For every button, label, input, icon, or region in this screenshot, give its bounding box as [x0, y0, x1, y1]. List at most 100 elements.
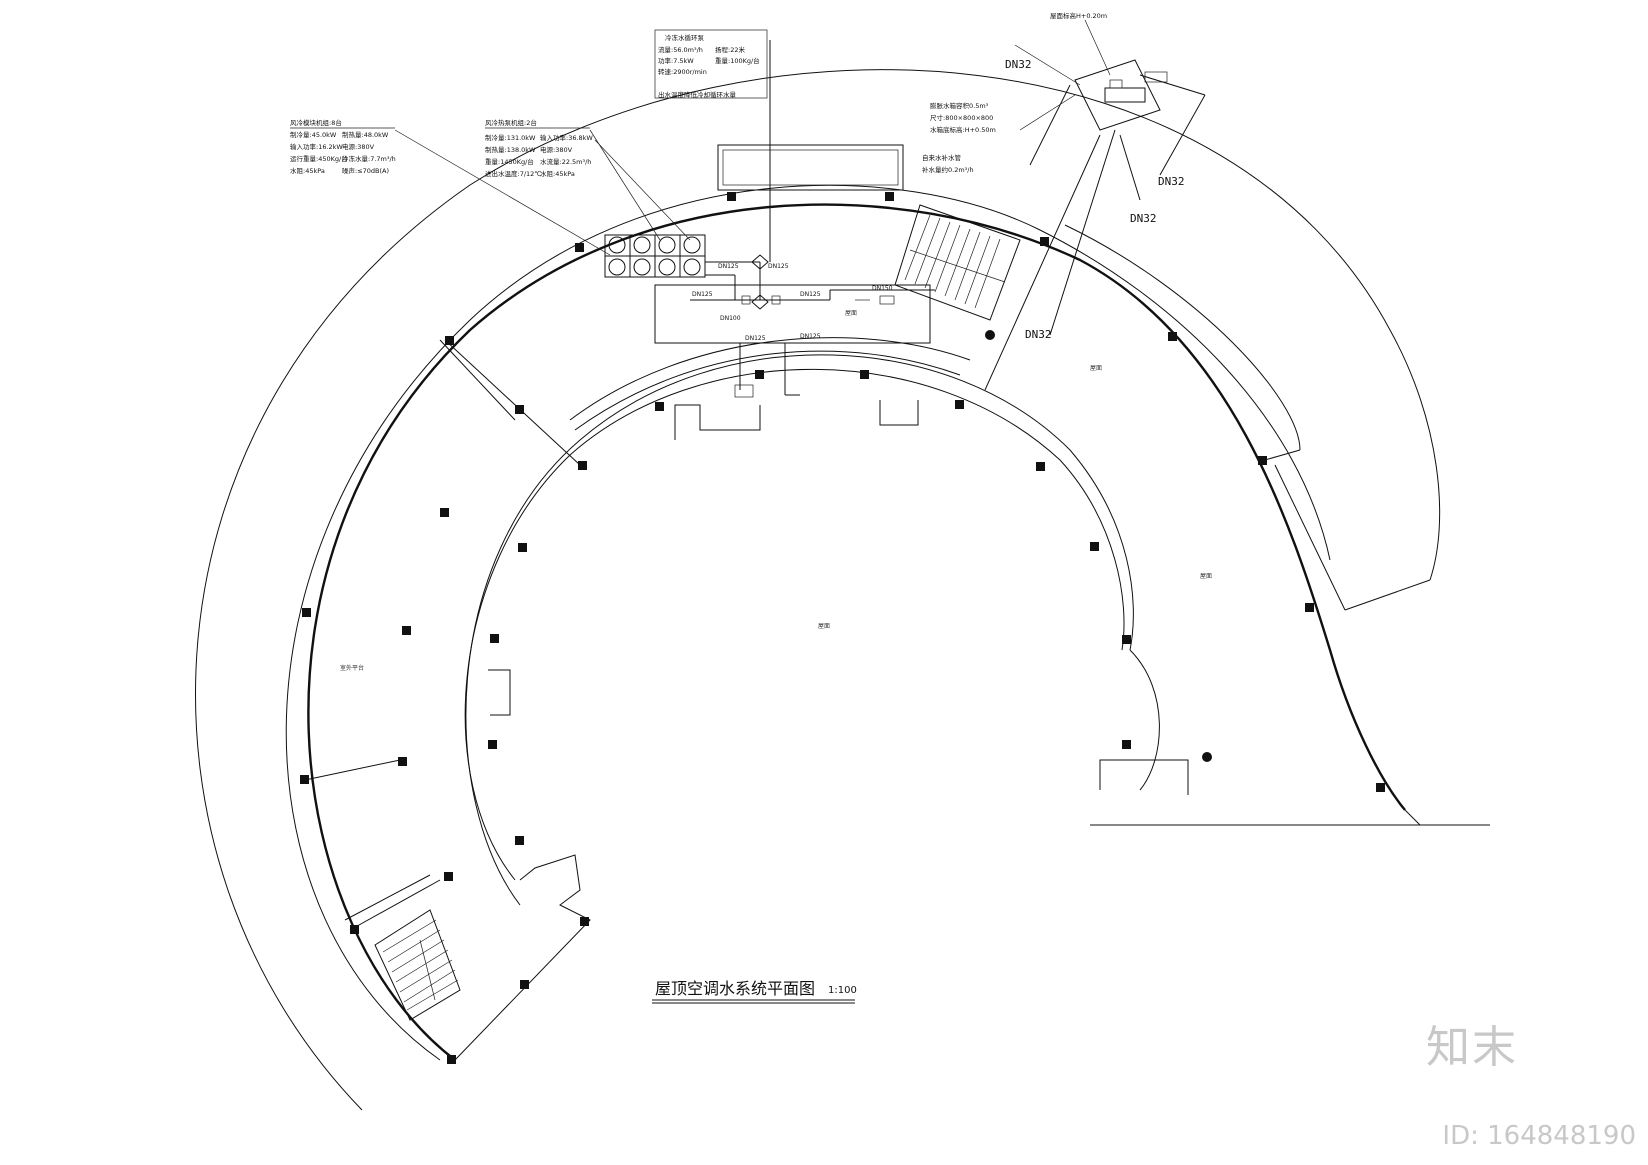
left-wall-3: [304, 759, 401, 781]
dn-label: DN32: [1025, 328, 1052, 341]
note-chiller-a-line: 电源:380V: [342, 142, 375, 151]
outer-parapet-arc: [195, 69, 1441, 1111]
note-pump-line: 出水温度降低冷却循环水量: [658, 90, 737, 99]
watermark-logo: 知末: [1426, 1022, 1518, 1073]
pipe-label: DN125: [718, 263, 739, 270]
note-tank-line: 水箱底标高:H+0.50m: [930, 125, 996, 134]
pump-icon: [751, 254, 769, 270]
fan-icon: [683, 258, 701, 276]
fan-icon: [608, 258, 626, 276]
note-pump-line: 扬程:22米: [715, 45, 745, 54]
main-wall-arc: [307, 203, 1406, 1061]
valve-icon: [771, 295, 781, 305]
right-wing-lower: [1274, 464, 1346, 611]
expansion-tank: [984, 59, 1206, 391]
dn-label: DN32: [1158, 175, 1185, 188]
pipe-label: DN125: [768, 263, 789, 270]
note-pump-line: 转速:2900r/min: [658, 67, 707, 76]
left-wall-4: [349, 879, 441, 931]
note-chiller-b-line: 进出水温度:7/12℃: [485, 169, 542, 178]
note-chiller-b-line: 重量:1450Kg/台: [485, 157, 534, 166]
drawing-title-block: 屋顶空调水系统平面图 1:100: [652, 979, 857, 1004]
leader-chiller-a: [394, 129, 611, 256]
right-wing-edge: [1129, 649, 1160, 791]
pump-icon: [751, 294, 769, 310]
note-pump-line: 流量:56.0m³/h: [658, 45, 703, 54]
stair-top-right: [894, 204, 1021, 321]
right-bottom-room: [1099, 759, 1189, 795]
pipe-label: DN100: [720, 315, 741, 322]
right-wing-cap: [1264, 449, 1301, 461]
right-edge-tail: [1404, 809, 1421, 826]
leader-tank: [1084, 19, 1111, 76]
drawing-title: 屋顶空调水系统平面图: [655, 979, 815, 998]
fan-icon: [633, 236, 651, 254]
fan-icon: [683, 236, 701, 254]
left-lower-room: [454, 854, 591, 1061]
inner-ring-arc: [465, 354, 1134, 906]
leader-chiller-b2: [594, 139, 691, 241]
note-chiller-a-line: 制冷量:45.0kW: [290, 130, 337, 139]
corridor-arc-b: [569, 337, 971, 421]
piping-network: [654, 40, 935, 396]
note-chiller-a-line: 运行重量:450Kg/台: [290, 154, 348, 163]
note-chiller-a: 风冷模块机组:8台 制冷量:45.0kW 制热量:48.0kW 输入功率:16.…: [290, 118, 396, 175]
valve-icon: [741, 295, 751, 305]
note-chiller-a-line: 冷冻水量:7.7m³/h: [342, 154, 396, 163]
pipe-label: DN125: [692, 291, 713, 298]
structural-columns: [300, 192, 1385, 1064]
leader-chiller-b: [589, 129, 661, 241]
note-chiller-b-line: 电源:380V: [540, 145, 573, 154]
note-tank-heading: 膨胀水箱容积0.5m³: [930, 101, 989, 110]
note-chiller-b-line: 制冷量:131.0kW: [485, 133, 536, 142]
fan-icon: [608, 236, 626, 254]
note-chiller-b-line: 输入功率:36.8kW: [540, 133, 593, 142]
note-chiller-a-heading: 风冷模块机组:8台: [290, 118, 342, 127]
pipe-label: DN125: [800, 333, 821, 340]
left-wall-1: [444, 339, 581, 466]
room-label: 屋面: [818, 623, 830, 630]
note-pump-line: 功率:7.5kW: [658, 56, 694, 65]
dn-label: DN32: [1005, 58, 1032, 71]
note-chiller-a-line: 制热量:48.0kW: [342, 130, 389, 139]
note-chiller-b-line: 水阻:45kPa: [540, 169, 575, 178]
leader-tank-b: [1014, 44, 1081, 86]
fan-icon: [658, 258, 676, 276]
left-wall-2: [439, 339, 516, 421]
upper-room-b: [879, 400, 919, 426]
pipe-label: DN150: [872, 285, 893, 292]
note-pump-line: 重量:100Kg/台: [715, 56, 760, 65]
note-chiller-a-line: 噪声:≤70dB(A): [342, 166, 389, 175]
leader-makeup: [1019, 94, 1076, 131]
chiller-modules: [604, 234, 706, 278]
note-chiller-a-line: 水阻:45kPa: [290, 166, 325, 175]
fan-icon: [658, 236, 676, 254]
pipe-label: DN125: [745, 335, 766, 342]
left-wall-5: [344, 874, 431, 921]
note-makeup-line: 补水量约0.2m³/h: [922, 165, 974, 174]
left-mid-notch: [488, 669, 511, 716]
fan-icon: [633, 258, 651, 276]
note-chiller-b-line: 制热量:138.0kW: [485, 145, 536, 154]
note-pump-heading: 冷冻水循环泵: [665, 33, 705, 42]
stair-bottom-left: [374, 909, 461, 1021]
roof-penthouse-inner: [722, 149, 899, 186]
valve-icon: [879, 295, 895, 305]
room-label: 室外平台: [340, 664, 364, 672]
note-tank-line: 尺寸:800×800×800: [930, 113, 993, 122]
room-label: 屋面: [1090, 365, 1102, 372]
dn-label: DN32: [1130, 212, 1157, 225]
pipe-label: DN125: [800, 291, 821, 298]
note-expansion-tank: 膨胀水箱容积0.5m³ 尺寸:800×800×800 水箱底标高:H+0.50m…: [922, 11, 1107, 174]
room-label: 屋面: [845, 310, 857, 317]
note-chiller-a-line: 输入功率:16.2kW: [290, 142, 343, 151]
room-label: 屋面: [1200, 573, 1212, 580]
shaft-a: [734, 384, 754, 398]
note-chiller-b-line: 水流量:22.5m³/h: [540, 157, 591, 166]
upper-room-a: [674, 404, 761, 440]
note-chiller-b-heading: 风冷热泵机组:2台: [485, 118, 537, 127]
roof-edge-arc: [285, 184, 1331, 1061]
note-roof-level: 屋面标高H+0.20m: [1050, 11, 1107, 20]
right-wing-outer: [1064, 224, 1301, 451]
